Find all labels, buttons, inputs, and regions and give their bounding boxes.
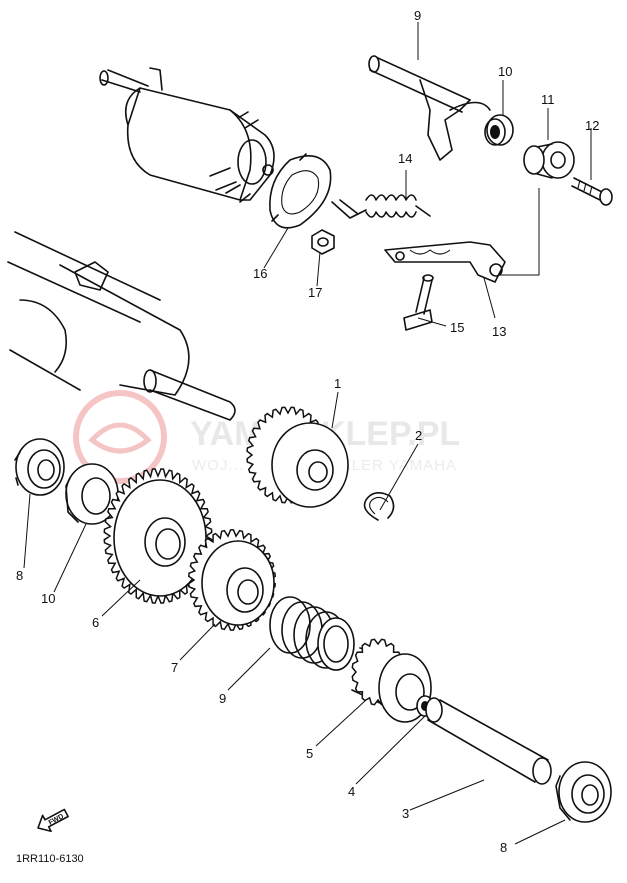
- part-8-bearing-left: [14, 438, 65, 496]
- starter-relay: [99, 67, 275, 203]
- part-12-collar: [484, 114, 514, 146]
- callout-7: 7: [171, 660, 178, 675]
- callout-18: 16: [253, 266, 267, 281]
- part-7-gear: [188, 529, 276, 631]
- callout-4: 4: [348, 784, 355, 799]
- fwd-label: FWD: [48, 813, 65, 827]
- part-14-screw: [571, 177, 613, 206]
- part-15-lever: [384, 241, 506, 283]
- callout-16: 14: [398, 151, 412, 166]
- callout-15: 13: [492, 324, 506, 339]
- callout-6: 6: [92, 615, 99, 630]
- leader-lines: [23, 22, 592, 845]
- part-8-bearing-right: [555, 761, 612, 823]
- part-16-spring: [331, 194, 431, 219]
- callout-5: 5: [306, 746, 313, 761]
- part-19-nut: [311, 229, 335, 255]
- callout-8-left: 8: [16, 568, 23, 583]
- part-6-idle-gear: [103, 468, 213, 604]
- callout-1: 1: [334, 376, 341, 391]
- part-18-gasket: [269, 153, 332, 229]
- callout-8-right: 8: [500, 840, 507, 855]
- part-17-bolt: [403, 274, 434, 331]
- part-3-shaft: [425, 697, 552, 785]
- callout-14: 12: [585, 118, 599, 133]
- part-11-fork: [368, 55, 491, 161]
- callout-11: 9: [414, 8, 421, 23]
- diagram-code: 1RR110-6130: [16, 853, 84, 865]
- callouts: 9 10 11 12 14 16 17 13 15 1 2 8 10 6 7 9…: [16, 8, 599, 855]
- callout-2: 2: [415, 428, 422, 443]
- callout-9: 9: [219, 691, 226, 706]
- callout-19: 17: [308, 285, 322, 300]
- part-13-roller: [523, 141, 575, 179]
- callout-13: 11: [541, 92, 555, 107]
- fwd-arrow: FWD: [37, 808, 69, 833]
- part-9-spring: [269, 596, 355, 671]
- watermark-logo: [73, 390, 167, 484]
- callout-17: 15: [450, 320, 464, 335]
- callout-10: 10: [41, 591, 55, 606]
- starter-motor: [7, 231, 236, 421]
- callout-3: 3: [402, 806, 409, 821]
- part-2-circlip: [363, 492, 395, 521]
- callout-12: 10: [498, 64, 512, 79]
- part-1-starter-clutch: [246, 406, 349, 508]
- part-10-washer: [65, 463, 119, 525]
